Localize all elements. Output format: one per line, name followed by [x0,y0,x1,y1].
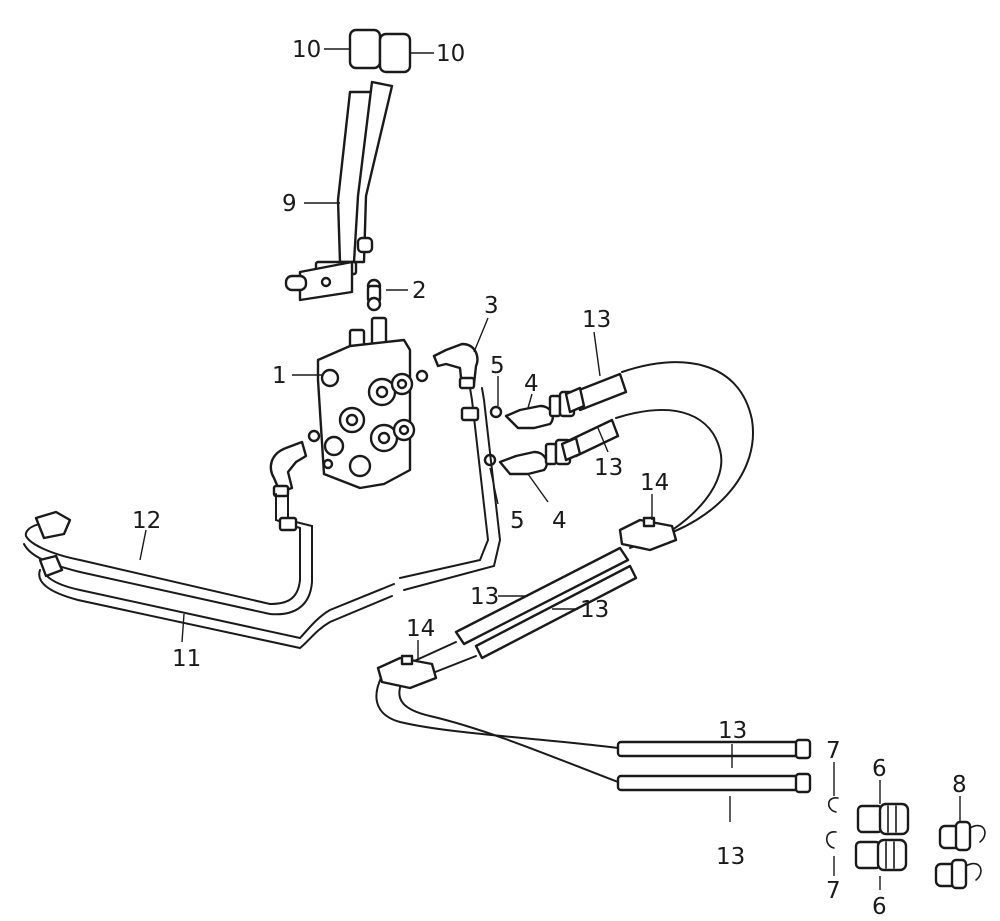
callout-3: 3 [484,293,499,319]
callout-8: 8 [952,772,967,798]
hydraulic-hose-routing [375,361,812,794]
callout-4-upper: 4 [524,371,539,397]
snap-ring-upper [827,797,839,813]
callout-13-tube-right: 13 [580,597,609,623]
hose-clamp-lower [376,654,438,690]
quick-coupler-lower [854,838,908,872]
o-ring [307,429,321,443]
callout-5-lower: 5 [510,508,525,534]
control-lever-assembly [284,80,394,302]
elbow-fitting-lower [498,438,572,476]
o-ring [415,369,429,383]
hose-clamp-upper [618,516,678,552]
callout-1: 1 [272,363,287,389]
lever-handle-left [348,28,382,70]
callout-11: 11 [172,646,201,672]
callout-10-right: 10 [436,41,465,67]
hose-end-lower [560,418,620,462]
callout-7-upper: 7 [826,738,841,764]
control-valve [316,316,416,490]
lever-linkage [366,278,382,312]
callout-6-lower: 6 [872,894,887,920]
lever-handle-right [378,32,412,74]
callout-14-upper: 14 [640,470,669,496]
callout-10-left: 10 [292,37,321,63]
snap-ring-lower [825,831,837,849]
callout-5-upper: 5 [490,353,505,379]
hose-end-upper [564,372,628,414]
callout-13-lower-bottom: 13 [716,844,745,870]
callout-13-lower-top: 13 [718,718,747,744]
callout-13-middle: 13 [594,455,623,481]
steel-tube-assembly [23,387,502,650]
elbow-fitting-upper [504,390,576,430]
leader-lines [139,48,961,890]
callout-2: 2 [412,278,427,304]
elbow-fitting-left [269,440,308,498]
quick-coupler-upper [856,802,910,836]
callout-4-lower: 4 [552,508,567,534]
callout-6-upper: 6 [872,756,887,782]
dust-cap-lower [934,858,982,890]
callout-14-lower: 14 [406,616,435,642]
callout-12: 12 [132,508,161,534]
elbow-fitting-top [432,342,479,390]
callout-7-lower: 7 [826,878,841,904]
dust-cap-upper [938,820,986,852]
callout-13-tube-left: 13 [470,584,499,610]
o-ring-washer [489,405,503,419]
callout-9: 9 [282,191,297,217]
callout-13-upper: 13 [582,307,611,333]
